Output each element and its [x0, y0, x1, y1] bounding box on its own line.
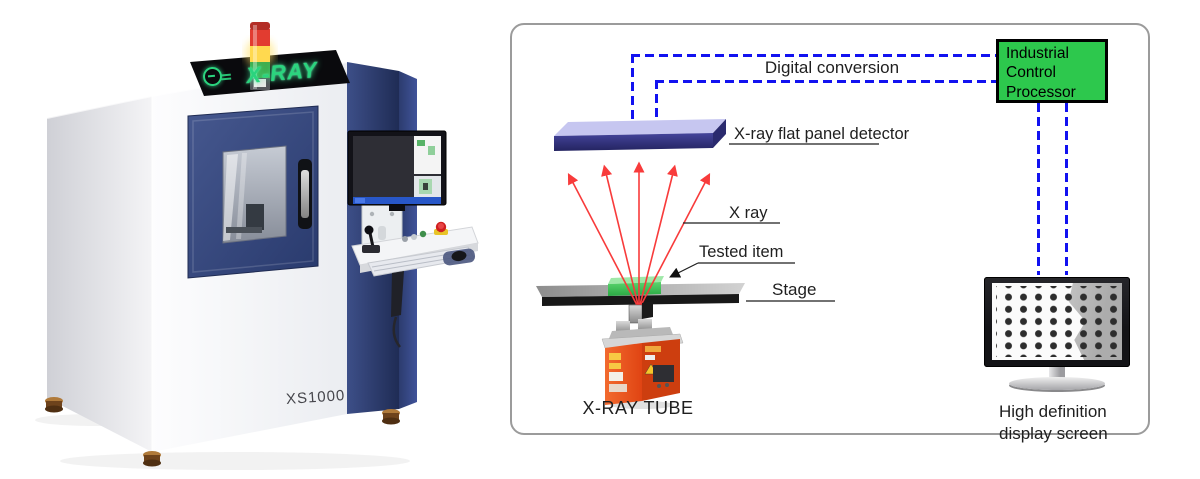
industrial-control-processor-box: Industrial Control Processor	[996, 39, 1108, 103]
detector-riser-line-1	[631, 54, 634, 121]
operator-monitor	[347, 130, 447, 211]
detector-to-processor-line-1	[631, 54, 996, 57]
processor-to-display-line-1	[1037, 103, 1040, 275]
tower-green-lamp	[250, 61, 270, 78]
diagram-graphics	[536, 119, 879, 409]
joystick	[368, 232, 375, 248]
working-principle-diagram: Industrial Control Processor Digital con…	[510, 23, 1150, 443]
display-screen-label: High definition display screen	[999, 402, 1108, 444]
control-console	[351, 221, 479, 348]
flat-panel-detector-graphic	[554, 119, 726, 151]
xray-tube-label: X-RAY TUBE	[582, 398, 694, 418]
label-leader-lines	[669, 143, 879, 302]
processor-to-display-line-2	[1065, 103, 1068, 275]
display-screen	[992, 283, 1122, 360]
signal-tower-light	[245, 22, 275, 90]
stage-label: Stage	[772, 280, 817, 299]
detector-riser-line-2	[655, 80, 658, 121]
detector-label: X-ray flat panel detector	[734, 125, 910, 143]
bga-solder-ball-grid	[996, 286, 1118, 357]
monitor-stand-neck	[1049, 367, 1065, 378]
xray-label: X ray	[729, 204, 768, 222]
monitor-stand-base	[1009, 377, 1105, 390]
tested-item-graphic	[608, 276, 664, 296]
workstation	[347, 130, 479, 348]
machine-photo	[35, 22, 479, 470]
leveling-feet	[45, 397, 400, 467]
mouse	[451, 250, 467, 262]
door-window	[222, 145, 287, 244]
inspection-door	[187, 105, 319, 279]
tested-item-label: Tested item	[699, 243, 784, 261]
hd-display-monitor	[984, 277, 1130, 367]
xray-beams	[567, 161, 711, 310]
tested-item-arrow	[669, 262, 699, 278]
digital-conversion-label: Digital conversion	[764, 58, 900, 77]
xray-tube-graphic	[601, 301, 684, 409]
tower-yellow-lamp	[250, 45, 270, 62]
tower-red-lamp	[250, 29, 270, 46]
detector-to-processor-line-2	[655, 80, 996, 83]
